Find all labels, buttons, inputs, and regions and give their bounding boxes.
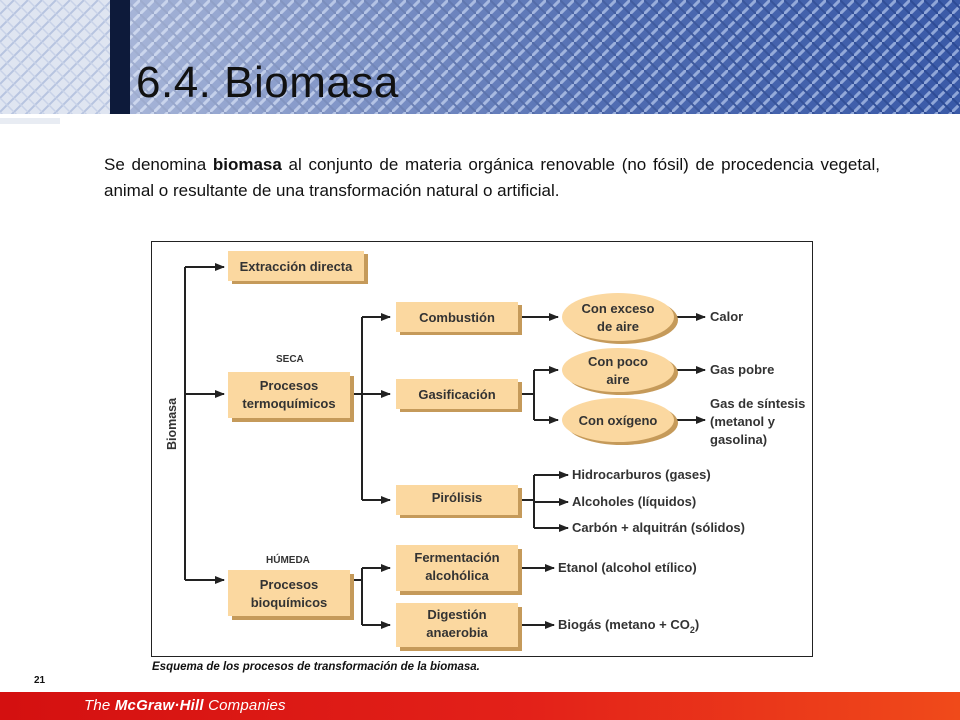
box-dig-line1: Digestión — [427, 607, 486, 622]
biomass-diagram: Biomasa — [151, 241, 813, 657]
box-pirolisis: Pirólisis — [396, 485, 522, 518]
header-band — [0, 0, 960, 118]
ellipse-oxigeno: Con oxígeno — [562, 398, 678, 445]
ellipse-exceso-aire: Con exceso de aire — [562, 293, 678, 344]
output-etanol: Etanol (alcohol etílico) — [558, 560, 697, 575]
header-pattern — [0, 0, 960, 118]
box-bioquimicos: Procesos bioquímicos — [228, 570, 354, 620]
humeda-label: HÚMEDA — [266, 553, 310, 566]
ellipse-poco-line2: aire — [606, 372, 629, 387]
ellipse-exceso-line2: de aire — [597, 319, 639, 334]
box-ferm-line1: Fermentación — [414, 550, 499, 565]
intro-text-start: Se denomina — [104, 155, 213, 174]
root-label: Biomasa — [165, 397, 179, 450]
seca-label: SECA — [276, 354, 304, 365]
trunk-lines — [184, 263, 706, 629]
ellipse-poco-line1: Con poco — [588, 354, 648, 369]
box-termoquimicos: Procesos termoquímicos — [228, 372, 354, 422]
box-fermentacion: Fermentación alcohólica — [396, 545, 522, 595]
box-pirolisis-label: Pirólisis — [432, 490, 483, 505]
ellipse-oxigeno-label: Con oxígeno — [579, 413, 658, 428]
output-calor: Calor — [710, 309, 743, 324]
output-gas-pobre: Gas pobre — [710, 362, 774, 377]
left-accent — [0, 118, 60, 124]
output-carbon: Carbón + alquitrán (sólidos) — [572, 520, 745, 535]
intro-keyword: biomasa — [212, 155, 282, 174]
ellipse-exceso-line1: Con exceso — [582, 301, 655, 316]
page-number: 21 — [34, 675, 46, 686]
box-dig-line2: anaerobia — [426, 625, 488, 640]
publisher-logo: The McGraw·Hill Companies — [84, 697, 286, 714]
output-biogas: Biogás (metano + CO2) — [558, 617, 699, 635]
output-sintesis-line2: (metanol y — [710, 414, 776, 429]
output-hidrocarburos: Hidrocarburos (gases) — [572, 467, 711, 482]
intro-paragraph: Se denomina biomasa al conjunto de mater… — [104, 152, 880, 204]
box-extraccion-label: Extracción directa — [240, 259, 353, 274]
intro-text-end: al conjunto de materia orgánica renovabl… — [104, 155, 881, 200]
diagram-caption: Esquema de los procesos de transformació… — [152, 661, 480, 673]
diagram-canvas: Biomasa — [165, 251, 805, 651]
ellipse-poco-aire: Con poco aire — [562, 348, 678, 395]
box-termo-line2: termoquímicos — [242, 396, 335, 411]
box-combustion-label: Combustión — [419, 310, 495, 325]
publisher-name: McGraw·Hill — [114, 697, 204, 714]
slide-title: 6.4. Biomasa — [136, 58, 399, 107]
box-gasificacion-label: Gasificación — [418, 387, 495, 402]
box-ferm-line2: alcohólica — [425, 568, 489, 583]
publisher-companies: Companies — [203, 697, 286, 714]
output-sintesis-line1: Gas de síntesis — [710, 396, 805, 411]
box-termo-line1: Procesos — [260, 378, 319, 393]
box-combustion: Combustión — [396, 302, 522, 335]
publisher-the: The — [84, 697, 115, 714]
output-biogas-main: Biogás (metano + CO — [558, 617, 690, 632]
box-extraccion: Extracción directa — [228, 251, 368, 284]
box-bio-line2: bioquímicos — [251, 595, 328, 610]
output-alcoholes: Alcoholes (líquidos) — [572, 494, 696, 509]
output-sintesis-line3: gasolina) — [710, 432, 767, 447]
box-bio-line1: Procesos — [260, 577, 319, 592]
box-digestion: Digestión anaerobia — [396, 603, 522, 651]
output-biogas-end: ) — [695, 617, 699, 632]
footer-bar: The McGraw·Hill Companies — [0, 692, 960, 720]
box-gasificacion: Gasificación — [396, 379, 522, 412]
output-biogas-sub: 2 — [690, 625, 695, 635]
